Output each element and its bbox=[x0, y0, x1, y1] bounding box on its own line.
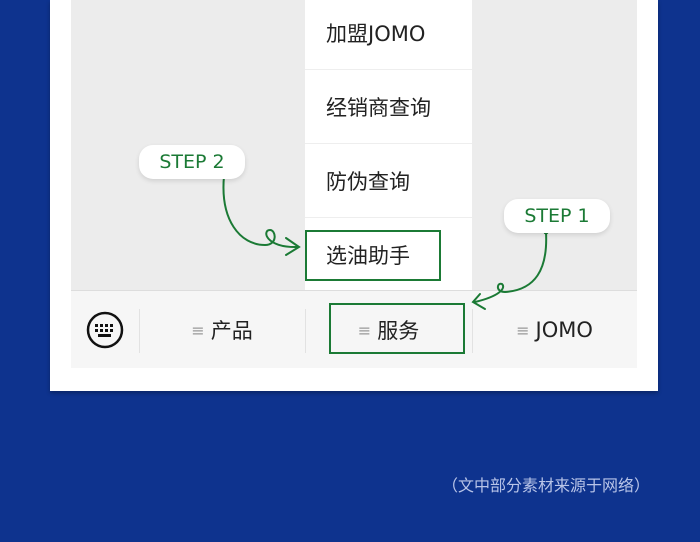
tab-label: JOMO bbox=[535, 318, 593, 342]
source-note: （文中部分素材来源于网络） bbox=[441, 476, 650, 495]
menu-item-label: 经销商查询 bbox=[326, 95, 431, 120]
highlight-services-tab bbox=[329, 303, 465, 354]
tab-services[interactable]: ≡服务 bbox=[305, 291, 472, 369]
keyboard-button[interactable] bbox=[71, 291, 139, 369]
keyboard-icon bbox=[86, 311, 124, 349]
menu-item-dealer-search[interactable]: 经销商查询 bbox=[305, 70, 472, 144]
menu-item-label: 防伪查询 bbox=[326, 169, 410, 194]
divider bbox=[139, 309, 140, 353]
menu-item-label: 选油助手 bbox=[326, 244, 410, 268]
menu-item-anti-counterfeit[interactable]: 防伪查询 bbox=[305, 144, 472, 218]
service-submenu: 加盟JOMO 经销商查询 防伪查询 选油助手 bbox=[305, 0, 472, 290]
menu-item-join[interactable]: 加盟JOMO bbox=[305, 0, 472, 70]
menu-icon: ≡ bbox=[191, 320, 205, 340]
tab-label: 服务 bbox=[377, 319, 420, 343]
step-text: STEP 1 bbox=[524, 205, 590, 227]
step-2-label: STEP 2 bbox=[139, 145, 245, 179]
divider bbox=[305, 309, 306, 353]
menu-icon: ≡ bbox=[516, 320, 530, 340]
step-text: STEP 2 bbox=[159, 151, 225, 173]
menu-icon: ≡ bbox=[357, 320, 372, 340]
menu-item-label: 加盟JOMO bbox=[326, 21, 426, 46]
tab-jomo[interactable]: ≡JOMO bbox=[472, 291, 637, 369]
menu-item-oil-selector[interactable]: 选油助手 bbox=[305, 218, 472, 292]
step-1-label: STEP 1 bbox=[504, 199, 610, 233]
divider bbox=[472, 309, 473, 353]
highlight-oil-selector bbox=[305, 230, 441, 281]
tab-products[interactable]: ≡产品 bbox=[139, 291, 305, 369]
tab-label: 产品 bbox=[210, 319, 253, 343]
